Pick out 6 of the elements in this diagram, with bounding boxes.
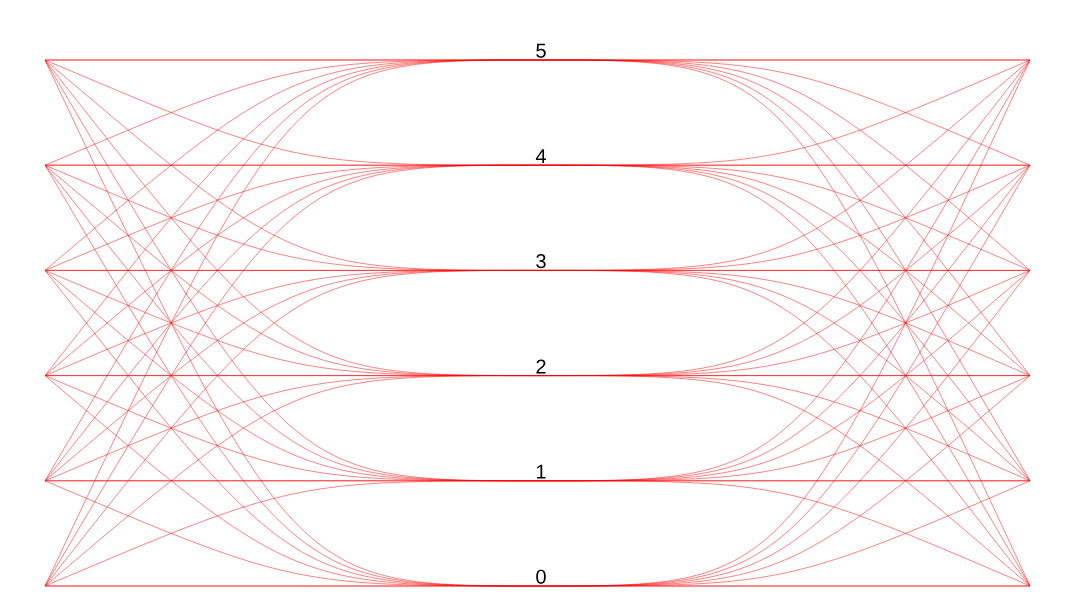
level-label: 0 <box>536 569 546 584</box>
level-label: 4 <box>535 149 546 163</box>
level-label: 2 <box>536 359 546 374</box>
level-label: 3 <box>536 254 546 269</box>
level-label: 5 <box>536 43 546 58</box>
level-label: 1 <box>536 464 546 479</box>
